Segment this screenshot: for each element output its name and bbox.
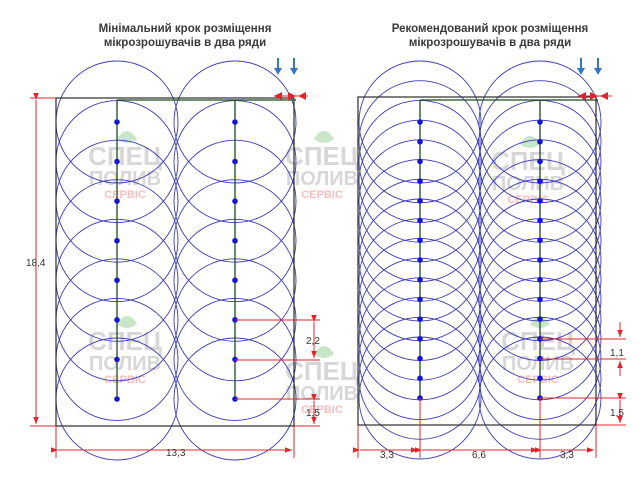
emitter-dot bbox=[417, 257, 423, 263]
emitter-dot bbox=[232, 119, 238, 125]
right-row-spacing-label: 6,6 bbox=[472, 450, 486, 461]
emitter-dot bbox=[417, 198, 423, 204]
watermark-line-2: ПОЛИВ bbox=[286, 168, 358, 190]
emitter-dot bbox=[537, 217, 543, 224]
emitter-dot bbox=[114, 356, 120, 363]
right-right-gap-label: 3,3 bbox=[560, 450, 574, 461]
emitter-dot bbox=[417, 119, 423, 125]
flow-arrow-head-icon bbox=[274, 68, 282, 75]
emitter-dot bbox=[537, 119, 543, 125]
watermark-line-1: СПЕЦ bbox=[285, 141, 359, 171]
flow-arrow-head-icon bbox=[577, 68, 585, 75]
left-coverage-circles bbox=[55, 60, 297, 461]
right-step-label: 1,1 bbox=[610, 348, 624, 359]
emitter-dot bbox=[114, 277, 120, 284]
emitter-dot bbox=[537, 296, 543, 303]
left-height-label: 18,4 bbox=[26, 258, 46, 269]
watermark-line-2: ПОЛИВ bbox=[286, 383, 358, 405]
watermark-line-1: СПЕЦ bbox=[88, 141, 162, 171]
emitter-dot bbox=[114, 158, 120, 165]
left-width-label: 13,3 bbox=[166, 448, 186, 459]
right-emitters bbox=[417, 119, 543, 401]
emitter-dot bbox=[537, 276, 543, 283]
emitter-dot bbox=[114, 237, 120, 244]
emitter-dot bbox=[114, 317, 120, 323]
leaf-icon bbox=[314, 346, 334, 358]
watermark-line-3: СЕРВІС bbox=[104, 189, 146, 201]
emitter-dot bbox=[114, 119, 120, 125]
right-diagram: 3,3 6,6 3,3 1,1 1,5 bbox=[353, 58, 626, 461]
emitter-dot bbox=[537, 237, 543, 244]
emitter-dot bbox=[417, 237, 423, 244]
right-plot-frame bbox=[357, 96, 597, 426]
flow-arrow-head-icon bbox=[290, 68, 298, 75]
right-edge-label: 1,5 bbox=[610, 408, 624, 419]
emitter-dot bbox=[537, 316, 543, 322]
left-step-label: 2,2 bbox=[306, 336, 320, 347]
emitter-dot bbox=[537, 375, 543, 382]
emitter-dot bbox=[417, 336, 423, 342]
left-emitters bbox=[114, 119, 238, 402]
offset-arrow-icon bbox=[590, 92, 598, 100]
emitter-dot bbox=[417, 178, 423, 184]
watermark-line-2: ПОЛИВ bbox=[89, 353, 161, 375]
right-coverage-circles bbox=[358, 60, 602, 460]
emitter-dot bbox=[417, 375, 423, 382]
emitter-dot bbox=[537, 257, 543, 263]
emitter-dot bbox=[417, 158, 423, 165]
watermark-line-2: ПОЛИВ bbox=[502, 353, 574, 375]
left-diagram: 18,4 13,3 2,2 1,5 bbox=[26, 58, 320, 461]
watermark-line-3: СЕРВІС bbox=[301, 189, 343, 201]
watermark-line-2: ПОЛИВ bbox=[89, 168, 161, 190]
offset-arrow-icon bbox=[274, 92, 282, 100]
left-dimension-lines bbox=[30, 58, 320, 458]
watermark-group: СПЕЦПОЛИВСЕРВІССПЕЦПОЛИВСЕРВІССПЕЦПОЛИВС… bbox=[88, 131, 575, 416]
emitter-dot bbox=[232, 237, 238, 244]
emitter-dot bbox=[417, 316, 423, 322]
flow-arrow-head-icon bbox=[594, 68, 602, 75]
emitter-dot bbox=[537, 138, 543, 145]
emitter-dot bbox=[417, 355, 423, 362]
offset-arrow-icon bbox=[578, 92, 586, 100]
emitter-dot bbox=[232, 356, 238, 363]
emitter-dot bbox=[232, 158, 238, 165]
emitter-dot bbox=[537, 158, 543, 165]
left-edge-label: 1,5 bbox=[306, 408, 320, 419]
emitter-dot bbox=[417, 217, 423, 224]
emitter-dot bbox=[114, 396, 120, 402]
watermark-line-1: СПЕЦ bbox=[285, 356, 359, 386]
left-title-line-2: мікрозрошувачів в два ряди bbox=[103, 37, 267, 49]
left-supply-pipes bbox=[116, 99, 296, 399]
watermark-line-2: ПОЛИВ bbox=[492, 173, 564, 195]
right-diagram-title: Рекомендований крок розміщення мікрозрош… bbox=[345, 22, 635, 50]
emitter-dot bbox=[114, 198, 120, 204]
offset-arrow-icon bbox=[288, 92, 296, 100]
emitter-dot bbox=[232, 277, 238, 284]
left-title-line-1: Мінімальний крок розміщення bbox=[98, 23, 272, 35]
left-diagram-title: Мінімальний крок розміщення мікрозрошува… bbox=[40, 22, 330, 50]
right-supply-pipes bbox=[419, 99, 598, 398]
emitter-dot bbox=[537, 178, 543, 184]
leaf-icon bbox=[520, 136, 540, 148]
leaf-icon bbox=[314, 131, 334, 143]
emitter-dot bbox=[417, 276, 423, 283]
right-title-line-1: Рекомендований крок розміщення bbox=[391, 23, 589, 35]
emitter-dot bbox=[417, 296, 423, 303]
right-dimension-lines bbox=[353, 58, 626, 458]
emitter-dot bbox=[232, 198, 238, 204]
right-title-line-2: мікрозрошувачів в два ряди bbox=[408, 37, 572, 49]
left-plot-frame bbox=[55, 97, 295, 427]
leaf-icon bbox=[117, 316, 137, 328]
emitter-dot bbox=[537, 198, 543, 204]
offset-arrow-icon bbox=[600, 92, 608, 100]
right-left-gap-label: 3,3 bbox=[380, 450, 394, 461]
emitter-dot bbox=[417, 138, 423, 145]
offset-arrow-icon bbox=[298, 92, 306, 100]
